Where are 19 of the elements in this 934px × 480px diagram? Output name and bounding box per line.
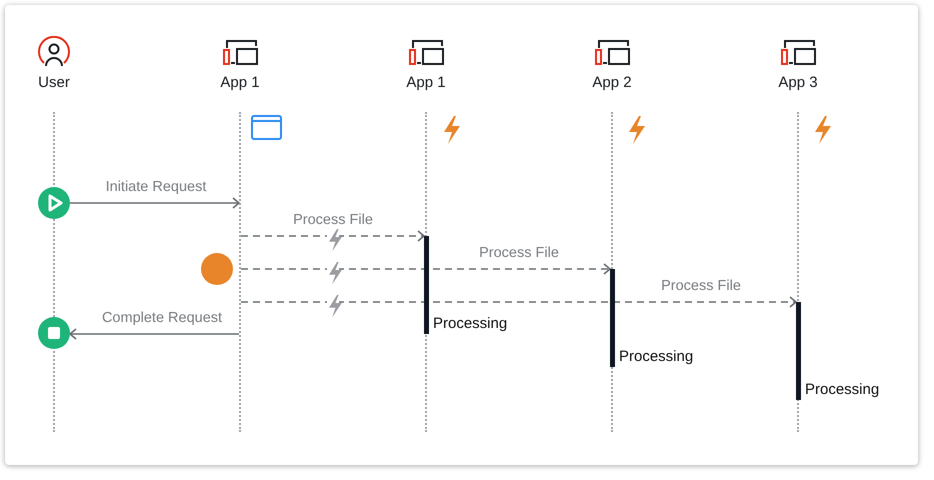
activation-label: Processing	[433, 315, 508, 332]
activation-label: Processing	[619, 348, 694, 365]
edge-label: Complete Request	[100, 310, 224, 326]
dashed-arrow	[241, 296, 797, 308]
activation-bar	[796, 302, 801, 400]
participant-label: App 1	[406, 74, 446, 91]
activation-label: Processing	[805, 381, 880, 398]
participant-label: User	[38, 74, 70, 91]
participant-label: App 1	[220, 74, 260, 91]
dashed-arrow	[241, 263, 611, 275]
activation-bar	[610, 269, 615, 367]
arrow	[69, 328, 239, 340]
participant-label: App 2	[592, 74, 632, 91]
dashed-arrow	[241, 230, 425, 242]
participant-label: App 3	[778, 74, 818, 91]
activation-bar	[424, 236, 429, 334]
lifeline	[239, 112, 241, 432]
edge-label: Initiate Request	[104, 179, 208, 195]
arrow	[70, 197, 240, 209]
